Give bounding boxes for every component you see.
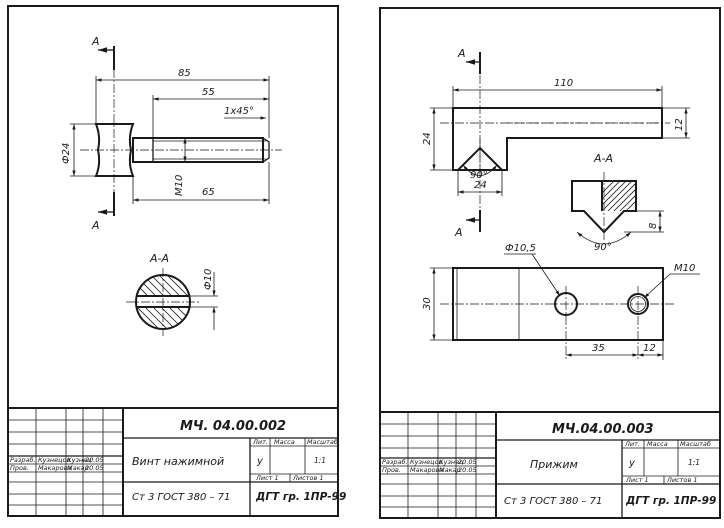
section-angle-label: 90° (594, 242, 612, 253)
row1-role-r: Разраб. (382, 458, 408, 466)
dim-label-12: 12 (674, 118, 685, 131)
scale-value: 1:1 (314, 456, 326, 465)
sheet-right-frame (379, 7, 721, 519)
title-block-left: МЧ. 04.00.002 Винт нажимной Ст 3 ГОСТ 38… (7, 407, 346, 517)
clamp-outline (452, 107, 663, 171)
row2-role: Пров. (10, 464, 29, 472)
sheets-label: Листов 1 (292, 474, 323, 482)
row2-sign: Макар (67, 464, 89, 472)
section-mark-bottom-letter: А (91, 219, 100, 232)
dim-label-m10-r: М10 (674, 263, 695, 274)
dim-label-35: 35 (592, 343, 605, 354)
material: Ст 3 ГОСТ 380 – 71 (132, 492, 230, 503)
row1-date-r: 20.05 (458, 458, 477, 466)
title-block-right: МЧ.04.00.003 Прижим Ст 3 ГОСТ 380 – 71 Д… (379, 411, 721, 519)
clamp-side-view: А А 110 24 12 90° 2 (422, 47, 690, 239)
row1-sign-r: Кузнец (439, 458, 464, 466)
row2-sign-r: Макар (439, 466, 461, 474)
row1-date: 20.05 (85, 456, 104, 464)
section-angle-arc (576, 231, 632, 245)
hdr-lit: Лит. (252, 438, 268, 446)
clamp-section-view: А-А 8 90° (571, 152, 664, 253)
part-name-r: Прижим (530, 458, 578, 471)
dim-label-8: 8 (648, 223, 659, 229)
sheet-label-r: Лист 1 (625, 476, 649, 484)
row1-role: Разраб. (10, 456, 36, 464)
sheet-label: Лист 1 (255, 474, 279, 482)
screw-section-view: А-А (126, 252, 218, 336)
row2-date: 20.05 (85, 464, 104, 472)
leader-m10 (643, 273, 671, 299)
hdr-mass-r: Масса (647, 440, 668, 448)
section-title-r: А-А (593, 152, 613, 165)
dim-label-chamfer: 1x45° (224, 106, 254, 117)
row2-date-r: 20.05 (458, 466, 477, 474)
row1-name-r: Кузнецов (410, 458, 443, 466)
dim-label-d105: Ф10,5 (505, 243, 536, 254)
lit-value-r: у (628, 458, 636, 469)
dim-label-d24: Ф24 (61, 143, 72, 164)
part-name: Винт нажимной (132, 455, 224, 468)
sheets-label-r: Листов 1 (666, 476, 697, 484)
material-r: Ст 3 ГОСТ 380 – 71 (504, 496, 602, 507)
scale-value-r: 1:1 (688, 458, 700, 467)
row2-name-r: Макарова (410, 466, 443, 474)
clamp-section-hatching (602, 181, 636, 211)
hdr-lit-r: Лит. (624, 440, 640, 448)
dim-label-55: 55 (202, 87, 215, 98)
hdr-mass: Масса (274, 438, 295, 446)
doc-code-r: МЧ.04.00.003 (552, 422, 654, 437)
group: ДГТ гр. 1ПР-99 (255, 491, 346, 503)
section-mark-top-letter-r: А (457, 47, 466, 60)
section-mark-top-letter: А (91, 35, 100, 48)
doc-code: МЧ. 04.00.002 (180, 419, 286, 434)
group-r: ДГТ гр. 1ПР-99 (625, 495, 716, 507)
dim-label-24-h: 24 (422, 132, 433, 145)
hdr-scale-r: Масштаб (680, 440, 711, 448)
section-title: А-А (149, 252, 169, 265)
hdr-scale: Масштаб (307, 438, 338, 446)
dim-label-24-vee: 24 (474, 180, 487, 191)
screw-side-view: А А 85 55 1x45° Ф24 М10 (61, 35, 282, 232)
clamp-section-outline (571, 180, 637, 234)
row2-name: Макарова (38, 464, 71, 472)
section-mark-bottom-letter-r: А (454, 226, 463, 239)
leader-d105 (531, 253, 561, 297)
dim-label-m10: М10 (174, 175, 185, 196)
sheet-left: А А 85 55 1x45° Ф24 М10 (7, 5, 346, 517)
clamp-plan-view: Ф10,5 М10 30 35 12 (422, 243, 700, 360)
dim-label-30: 30 (422, 297, 433, 310)
row1-name: Кузнецов (38, 456, 71, 464)
dim-label-110: 110 (554, 78, 573, 89)
dim-label-12b: 12 (643, 343, 656, 354)
dim-label-85: 85 (178, 68, 191, 79)
dim-label-65: 65 (202, 187, 215, 198)
angle-arc-90 (462, 164, 498, 176)
row2-role-r: Пров. (382, 466, 401, 474)
dim-label-d10: Ф10 (203, 269, 214, 290)
sheet-right: А А 110 24 12 90° 2 (379, 7, 721, 519)
dim-label-angle: 90° (470, 170, 488, 181)
row1-sign: Кузнец (67, 456, 92, 464)
lit-value: у (256, 456, 264, 467)
